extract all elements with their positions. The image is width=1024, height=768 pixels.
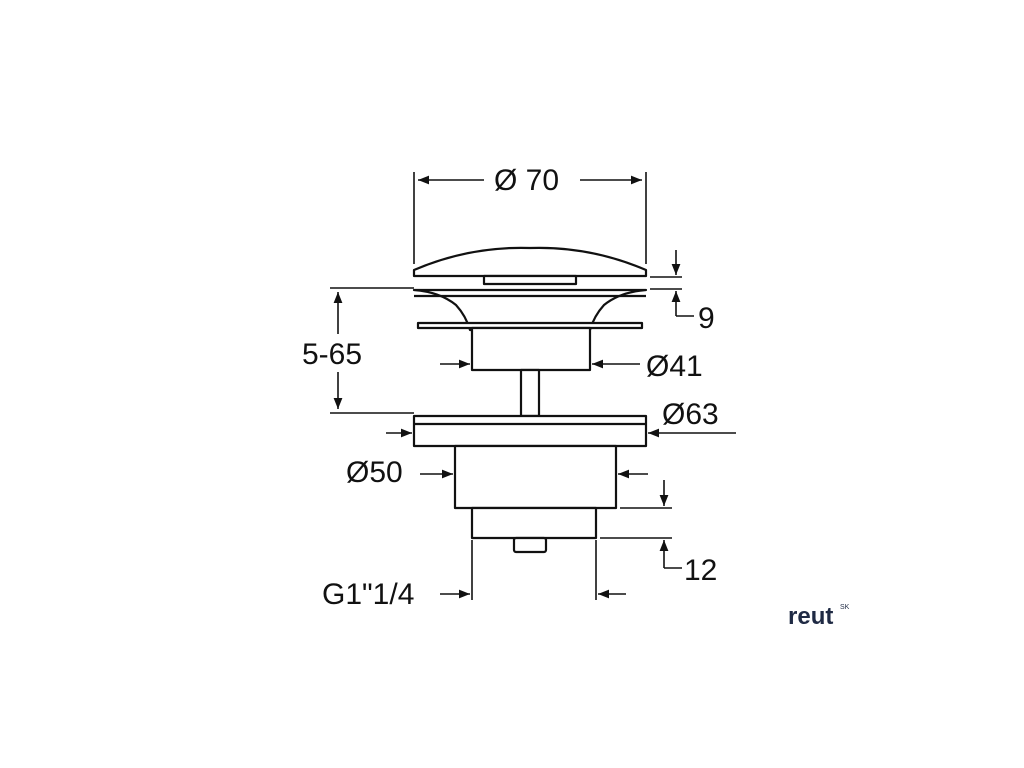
body-diameter-label: Ø50 — [346, 456, 403, 489]
drain-plug — [412, 246, 648, 554]
flange-diameter-label: Ø63 — [662, 398, 719, 431]
dimension-thread-size: G1"1/4 — [322, 540, 626, 611]
bottom-nub — [512, 536, 548, 554]
cap-diameter-label: Ø 70 — [494, 164, 559, 197]
cap-neck — [482, 274, 578, 286]
flange — [412, 414, 648, 448]
dimension-stem-diameter: Ø41 — [440, 350, 703, 383]
brand-logo: reut SK — [788, 603, 850, 630]
thread-size-label: G1"1/4 — [322, 578, 414, 611]
dimension-flange-diameter: Ø63 — [386, 398, 736, 438]
adjust-range-label: 5-65 — [302, 338, 362, 371]
body — [453, 444, 618, 510]
logo-suffix: SK — [840, 604, 850, 611]
stem-diameter-label: Ø41 — [646, 350, 703, 383]
rod — [519, 368, 541, 418]
dimension-cap-diameter: Ø 70 — [413, 164, 647, 264]
dimension-cap-height: 9 — [650, 250, 715, 335]
thread-length-label: 12 — [684, 554, 717, 587]
logo-text: reut — [788, 603, 833, 630]
dimension-thread-length: 12 — [600, 480, 717, 587]
piston — [470, 326, 592, 372]
dome-cap — [412, 246, 648, 278]
cap-height-label: 9 — [698, 302, 715, 335]
dimension-adjust-range: 5-65 — [302, 287, 414, 414]
thread — [470, 506, 598, 540]
dimension-body-diameter: Ø50 — [346, 456, 648, 489]
